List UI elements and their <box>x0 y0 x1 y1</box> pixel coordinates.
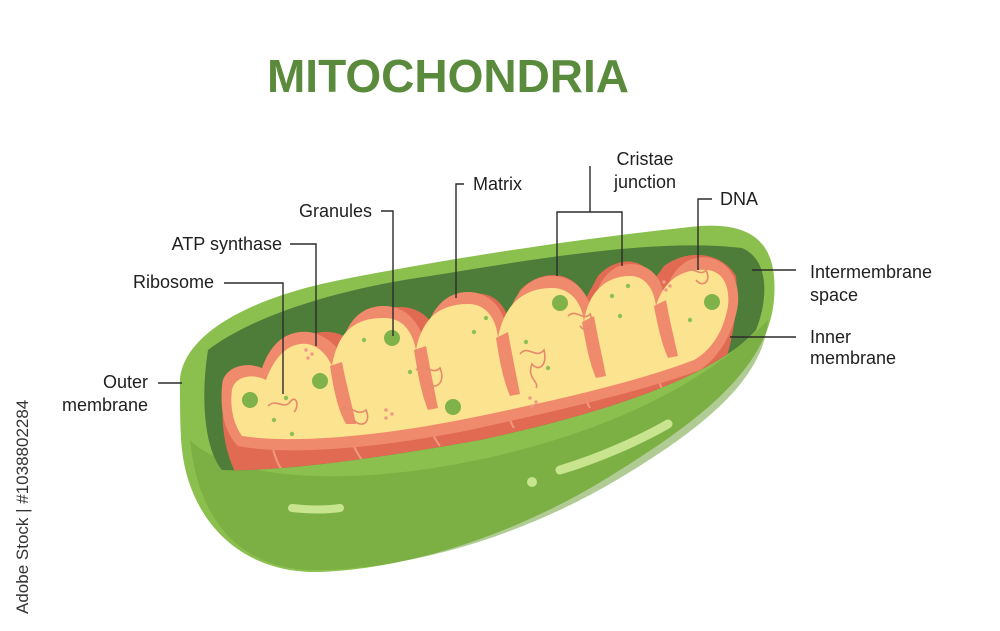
matrix-dot <box>471 329 477 335</box>
cristae-junction-leader-bar <box>556 211 623 276</box>
ribosome-dot <box>310 352 314 356</box>
matrix-dot <box>609 293 615 299</box>
matrix-dot <box>687 317 693 323</box>
inner-membrane <box>221 254 739 471</box>
label-cristae-line1: Cristae <box>616 149 673 169</box>
granule <box>445 399 461 415</box>
label-atp-synthase: ATP synthase <box>172 234 282 254</box>
matrix-dot <box>271 417 277 423</box>
ribosome-dot <box>664 288 668 292</box>
matrix-dot <box>361 337 367 343</box>
ribosome-leader <box>224 282 284 394</box>
label-outer-line1: Outer <box>103 372 148 392</box>
granule <box>312 373 328 389</box>
ribosome-dot <box>304 348 308 352</box>
granules-leader <box>381 210 394 336</box>
ribosome-dot <box>668 284 672 288</box>
matrix-dot <box>407 369 413 375</box>
granule <box>242 392 258 408</box>
label-granules: Granules <box>299 201 372 221</box>
granule <box>704 294 720 310</box>
matrix-dot <box>523 339 529 345</box>
crista-fold <box>582 316 606 378</box>
label-intermembrane-line1: Intermembrane <box>810 262 932 282</box>
atp-synthase-leader <box>290 243 317 346</box>
membrane-highlight <box>288 504 344 514</box>
matrix-dot <box>625 283 631 289</box>
granule <box>552 295 568 311</box>
ribosome-dot <box>528 396 532 400</box>
membrane-highlight <box>527 477 537 487</box>
ribosome-dot <box>384 408 388 412</box>
label-intermembrane-line2: space <box>810 285 858 305</box>
ribosome-dot <box>384 416 388 420</box>
matrix-dot <box>289 431 295 437</box>
matrix-dot <box>283 395 289 401</box>
dna-strand <box>415 366 443 387</box>
ribosome-dot <box>662 280 666 284</box>
labels: Granules Matrix Cristae junction DNA ATP… <box>62 149 932 415</box>
ribosome-dot <box>530 404 534 408</box>
crista-fold <box>654 300 678 358</box>
diagram-title: MITOCHONDRIA <box>267 50 629 102</box>
leader-lines <box>158 166 796 394</box>
crista-fold <box>496 332 520 396</box>
dna-strand <box>267 398 298 413</box>
ribosome-dot <box>306 356 310 360</box>
stock-id-watermark: Adobe Stock | #1038802284 <box>13 400 32 614</box>
dna-strand <box>683 268 709 285</box>
ribosome-dot <box>390 412 394 416</box>
matrix-dot <box>483 315 489 321</box>
dna-strand <box>519 348 546 389</box>
label-cristae-line2: junction <box>613 172 676 192</box>
crista-fold <box>414 346 438 410</box>
membrane-highlight <box>555 419 673 475</box>
label-inner-line2: membrane <box>810 348 896 368</box>
matrix-leader <box>455 183 464 298</box>
ribosome-dot <box>534 400 538 404</box>
dna-strand <box>567 312 593 331</box>
matrix-dot <box>617 313 623 319</box>
dna-leader <box>697 198 712 270</box>
granule <box>384 330 400 346</box>
label-dna: DNA <box>720 189 758 209</box>
matrix-dot <box>545 365 551 371</box>
matrix <box>231 269 729 440</box>
label-outer-line2: membrane <box>62 395 148 415</box>
label-ribosome: Ribosome <box>133 272 214 292</box>
label-inner-line1: Inner <box>810 327 851 347</box>
dna-strand <box>339 406 369 425</box>
label-matrix: Matrix <box>473 174 522 194</box>
